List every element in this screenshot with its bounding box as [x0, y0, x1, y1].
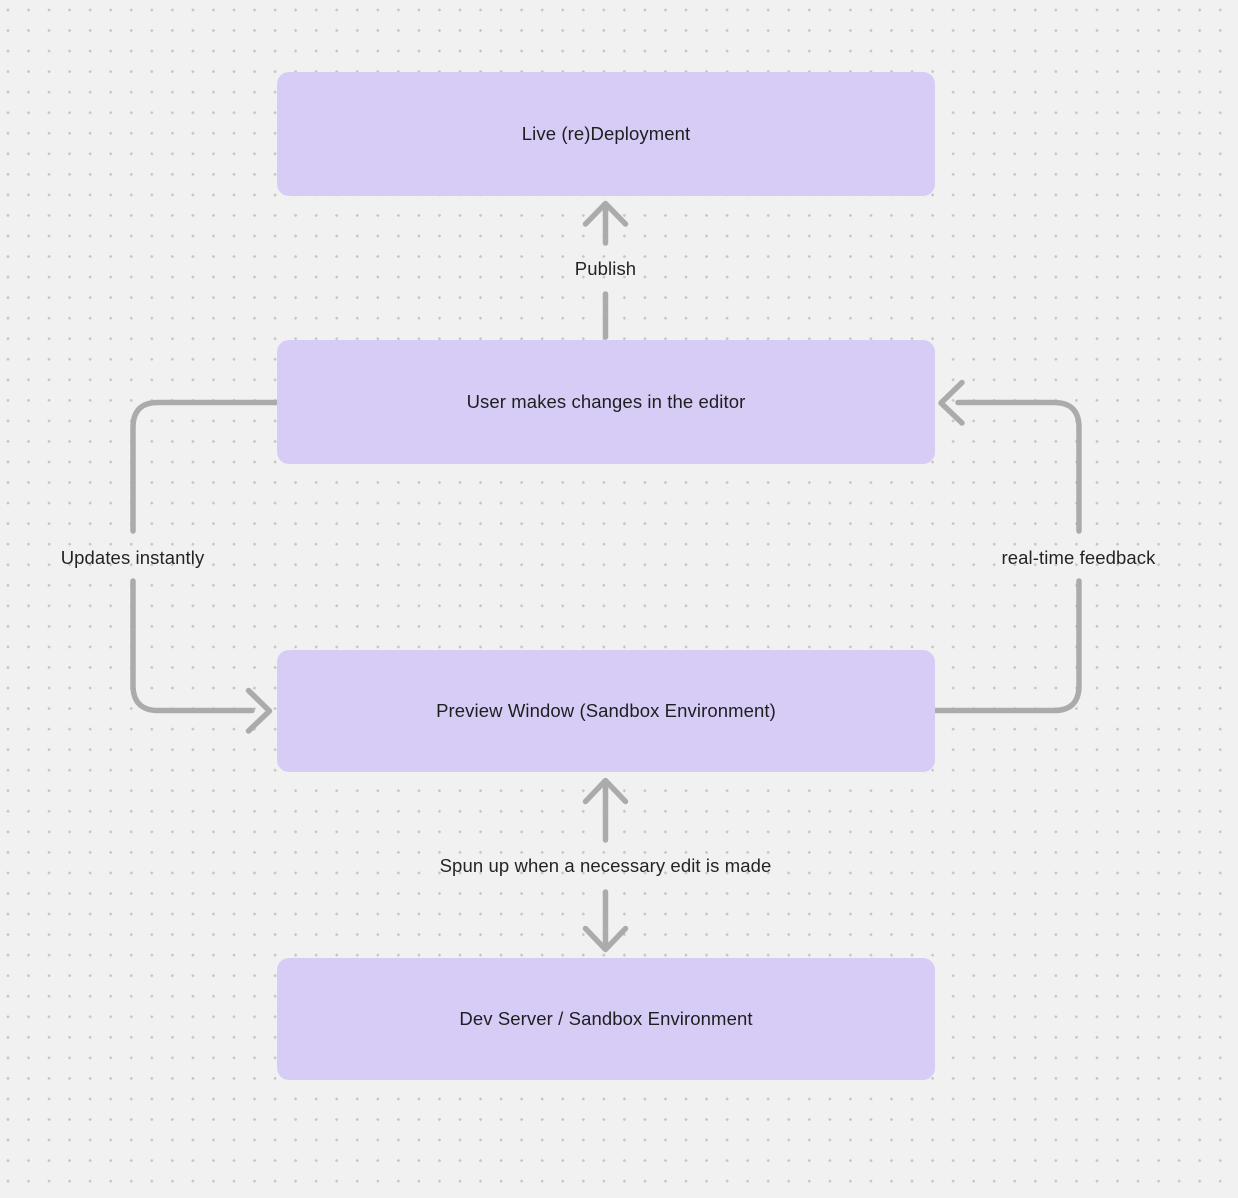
node-preview-window[interactable]: Preview Window (Sandbox Environment) [277, 650, 935, 772]
edge-label-spun-up: Spun up when a necessary edit is made [439, 855, 772, 876]
node-dev-server-label: Dev Server / Sandbox Environment [459, 1007, 753, 1029]
arrow-spun-up-bottom [582, 889, 629, 953]
edge-label-publish: Publish [574, 258, 637, 279]
node-dev-server[interactable]: Dev Server / Sandbox Environment [277, 958, 935, 1080]
node-live-redeployment[interactable]: Live (re)Deployment [277, 72, 935, 196]
node-live-redeployment-label: Live (re)Deployment [521, 122, 691, 144]
node-preview-window-label: Preview Window (Sandbox Environment) [436, 699, 776, 721]
arrow-spun-up-top [582, 777, 629, 843]
edge-label-updates-instantly: Updates instantly [60, 547, 205, 568]
edge-label-realtime-feedback: real-time feedback [1001, 547, 1156, 568]
node-user-changes[interactable]: User makes changes in the editor [277, 340, 935, 464]
node-user-changes-label: User makes changes in the editor [466, 390, 746, 412]
